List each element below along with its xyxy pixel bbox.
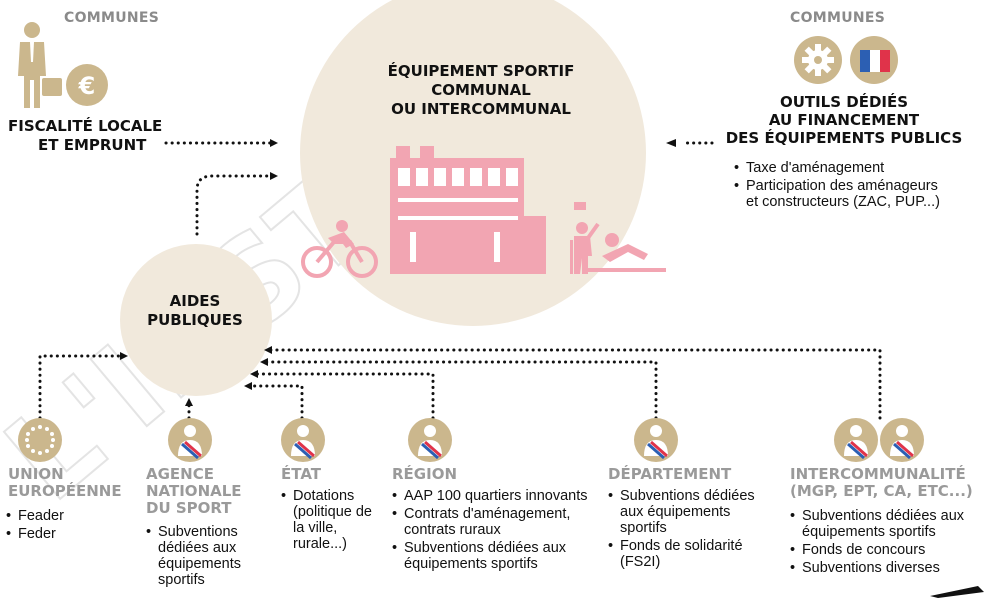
eu-stars-icon	[18, 418, 62, 462]
right-communes-heading: OUTILS DÉDIÉS AU FINANCEMENT DES ÉQUIPEM…	[700, 93, 988, 147]
businessman-icon	[10, 18, 66, 115]
fiscalite-label: FISCALITÉ LOCALE ET EMPRUNT	[8, 117, 162, 155]
funder-list-ue: Feader Feder	[6, 508, 126, 544]
list-item: Fonds de solidarité (FS2I)	[608, 538, 768, 570]
aides-line2: PUBLIQUES	[147, 311, 243, 329]
list-item: Subventions diverses	[790, 560, 986, 576]
list-item: Participation des aménageurs	[734, 178, 984, 194]
gear-icon	[794, 36, 842, 84]
center-title-line1: ÉQUIPEMENT SPORTIF	[387, 62, 575, 80]
list-item: Feader	[6, 508, 126, 524]
official-sash-icon	[634, 418, 678, 462]
swimmer-icon	[588, 233, 666, 272]
official-sash-icon	[408, 418, 452, 462]
funder-title-line: NATIONALE	[146, 482, 242, 500]
list-item: Subventions dédiées aux équipements spor…	[790, 508, 986, 540]
funder-title-ue: UNION EUROPÉENNE	[8, 466, 122, 500]
center-title-line3: OU INTERCOMMUNAL	[391, 100, 571, 118]
funder-title-line: EUROPÉENNE	[8, 482, 122, 500]
aides-circle	[120, 244, 272, 396]
list-item: Taxe d'aménagement	[734, 160, 984, 176]
right-heading-line1: OUTILS DÉDIÉS	[779, 93, 909, 111]
pen-mark-icon	[930, 586, 984, 598]
funder-title-line: UNION	[8, 465, 64, 483]
center-title: ÉQUIPEMENT SPORTIF COMMUNAL OU INTERCOMM…	[366, 62, 596, 119]
euro-coin-icon: €	[66, 64, 108, 106]
funder-title-line: RÉGION	[392, 465, 457, 483]
aides-label: AIDES PUBLIQUES	[140, 292, 250, 330]
funder-list-ans: Subventions dédiées aux équipements spor…	[146, 524, 258, 590]
list-item: Subventions dédiées aux équipements spor…	[146, 524, 258, 588]
funder-title-line: DU SPORT	[146, 499, 232, 517]
funder-title-ans: AGENCE NATIONALE DU SPORT	[146, 466, 242, 517]
list-item: Subventions dédiées aux équipements spor…	[392, 540, 600, 572]
funder-title-line: INTERCOMMUNALITÉ	[790, 465, 966, 483]
funder-title-region: RÉGION	[392, 466, 457, 483]
funder-title-etat: ÉTAT	[281, 466, 321, 483]
official-sash-icon	[281, 418, 325, 462]
right-communes-title: COMMUNES	[790, 10, 886, 26]
official-sash-icon	[168, 418, 212, 462]
fiscalite-line1: FISCALITÉ LOCALE	[8, 117, 163, 135]
funder-list-region: AAP 100 quartiers innovants Contrats d'a…	[392, 488, 600, 574]
building-icon	[390, 146, 546, 274]
funder-list-intercommunalite: Subventions dédiées aux équipements spor…	[790, 508, 986, 578]
left-communes-title: COMMUNES	[64, 10, 160, 26]
right-heading-line2: AU FINANCEMENT	[768, 111, 920, 129]
french-flag-icon	[850, 36, 898, 84]
official-sash-icon	[880, 418, 924, 462]
aides-line1: AIDES	[169, 292, 221, 310]
flag-athlete-icon	[570, 202, 600, 274]
funder-title-intercommunalite: INTERCOMMUNALITÉ (MGP, EPT, CA, ETC...)	[790, 466, 973, 500]
list-item: Dotations (politique de la ville, rurale…	[281, 488, 377, 552]
official-sash-icon	[834, 418, 878, 462]
list-item: Feder	[6, 526, 126, 542]
funder-title-line: ÉTAT	[281, 465, 321, 483]
right-heading-line3: DES ÉQUIPEMENTS PUBLICS	[725, 129, 963, 147]
list-item: Fonds de concours	[790, 542, 986, 558]
right-communes-list: Taxe d'aménagement Participation des amé…	[734, 160, 984, 212]
funder-title-line: DÉPARTEMENT	[608, 465, 732, 483]
funder-title-line: AGENCE	[146, 465, 214, 483]
funder-list-etat: Dotations (politique de la ville, rurale…	[281, 488, 377, 554]
list-item: Subventions dédiées aux équipements spor…	[608, 488, 768, 536]
list-item-continuation: et constructeurs (ZAC, PUP...)	[746, 194, 940, 210]
funder-title-departement: DÉPARTEMENT	[608, 466, 731, 483]
funder-title-line: (MGP, EPT, CA, ETC...)	[790, 482, 973, 500]
fiscalite-line2: ET EMPRUNT	[38, 136, 147, 154]
center-title-line2: COMMUNAL	[431, 81, 531, 99]
cyclist-icon	[301, 220, 378, 278]
list-item: Contrats d'aménagement, contrats ruraux	[392, 506, 600, 538]
svg-text:€: €	[78, 72, 96, 100]
funder-list-departement: Subventions dédiées aux équipements spor…	[608, 488, 768, 572]
list-item: AAP 100 quartiers innovants	[392, 488, 600, 504]
